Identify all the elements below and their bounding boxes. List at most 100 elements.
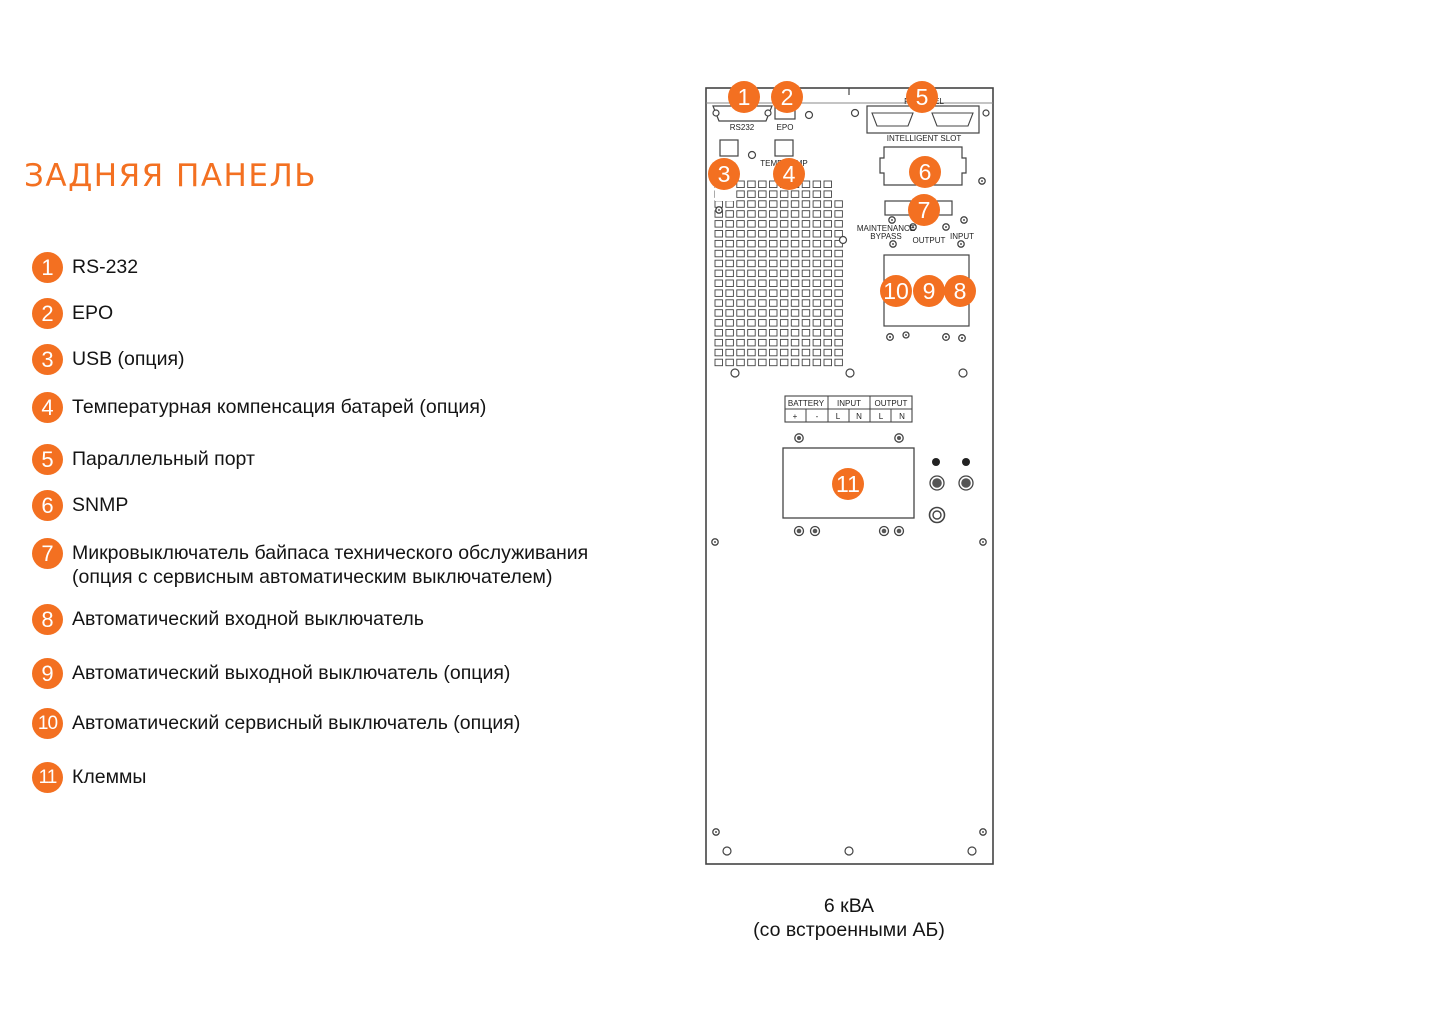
screw-center [892,243,894,245]
callout-number: 4 [783,161,796,187]
callout-number: 7 [918,197,931,223]
terminal-sign-label: - [816,412,819,421]
vent-slot [779,259,789,268]
vent-slot [769,269,778,278]
rs232-label: RS232 [730,123,755,132]
vent-slot [758,210,767,218]
vent-slot [747,239,756,248]
vent-slot [779,358,789,367]
screw-center [881,528,887,534]
vent-slot [801,210,811,218]
vent-slot [725,319,734,327]
vent-slot [779,348,789,357]
screw-center [891,219,893,221]
vent-slot [747,279,756,287]
terminal-header-label: INPUT [837,399,861,408]
vent-slot [801,230,811,238]
vent-slot [779,279,789,287]
vent-slot [823,180,832,188]
vent-slot [823,309,832,317]
vent-slot [823,299,832,307]
vent-slot [758,309,767,317]
vent-slot [769,329,778,337]
vent-slot [747,230,756,238]
vent-slot [823,329,832,337]
vent-slot [758,358,767,367]
vent-slot [736,180,745,188]
vent-slot [769,190,778,198]
vent-slot [823,269,832,278]
vent-slot [736,249,745,258]
vent-slot [823,348,832,357]
mounting-hole [730,368,740,378]
callout-number: 11 [836,471,860,497]
vent-slot [747,269,756,278]
vent-slot [725,299,734,307]
vent-slot [736,338,745,347]
vent-slot [834,329,843,337]
vent-slot [801,269,811,278]
vent-slot [714,289,723,297]
mounting-hole [747,150,757,160]
legend-label: Параллельный порт [72,444,255,471]
vent-slot [758,230,767,238]
callout-marker-10: 10 [880,275,912,307]
vent-slot [812,230,822,238]
vent-slot [758,338,767,347]
callout-marker-1: 1 [728,81,760,113]
vent-slot [747,249,756,258]
vent-slot [736,259,745,268]
vent-slot [801,190,811,198]
screw-center [888,335,892,339]
vent-slot [823,200,832,208]
vent-slot [758,329,767,337]
maintenance-label: MAINTENANCE [857,224,915,233]
vent-slot [834,200,843,208]
vent-slot [779,269,789,278]
legend-label: Микровыключатель байпаса технического об… [72,538,588,589]
vent-slot [779,309,789,317]
legend-label-line: Микровыключатель байпаса технического об… [72,542,589,564]
vent-slot [823,210,832,218]
vent-slot [823,230,832,238]
legend-number-badge: 4 [32,392,63,423]
vent-slot [736,239,745,248]
vent-slot [747,259,756,268]
vent-slot [823,338,832,347]
vent-slot [714,269,723,278]
legend-label: Клеммы [72,762,146,789]
vent-slot [801,200,811,208]
legend-label: Автоматический входной выключатель [72,604,424,631]
callout-circle [944,275,976,307]
vent-slot [714,249,723,258]
vent-slot [769,358,778,367]
vent-slot [812,180,822,188]
screw-center [961,478,971,488]
callout-marker-8: 8 [944,275,976,307]
legend-label-line: Автоматический выходной выключатель (опц… [72,662,511,684]
vent-slot [769,210,778,218]
vent-slot [758,279,767,287]
vent-slot [812,279,822,287]
vent-slot [758,249,767,258]
vent-slot [736,289,745,297]
intelligent-slot-label: INTELLIGENT SLOT [887,134,962,143]
vent-slot [769,338,778,347]
terminal-sign-label: N [899,412,905,421]
legend-label-line: USB (опция) [72,348,185,370]
screw-center [812,528,818,534]
vent-slot [801,299,811,307]
vent-slot [779,338,789,347]
vent-slot [823,249,832,258]
vent-slot [834,358,843,367]
callout-number: 8 [954,278,967,304]
vent-slot [779,210,789,218]
vent-slot [769,348,778,357]
page-title: ЗАДНЯЯ ПАНЕЛЬ [24,158,318,194]
vent-slot [834,259,843,268]
vent-slot [758,239,767,248]
vent-slot [834,309,843,317]
